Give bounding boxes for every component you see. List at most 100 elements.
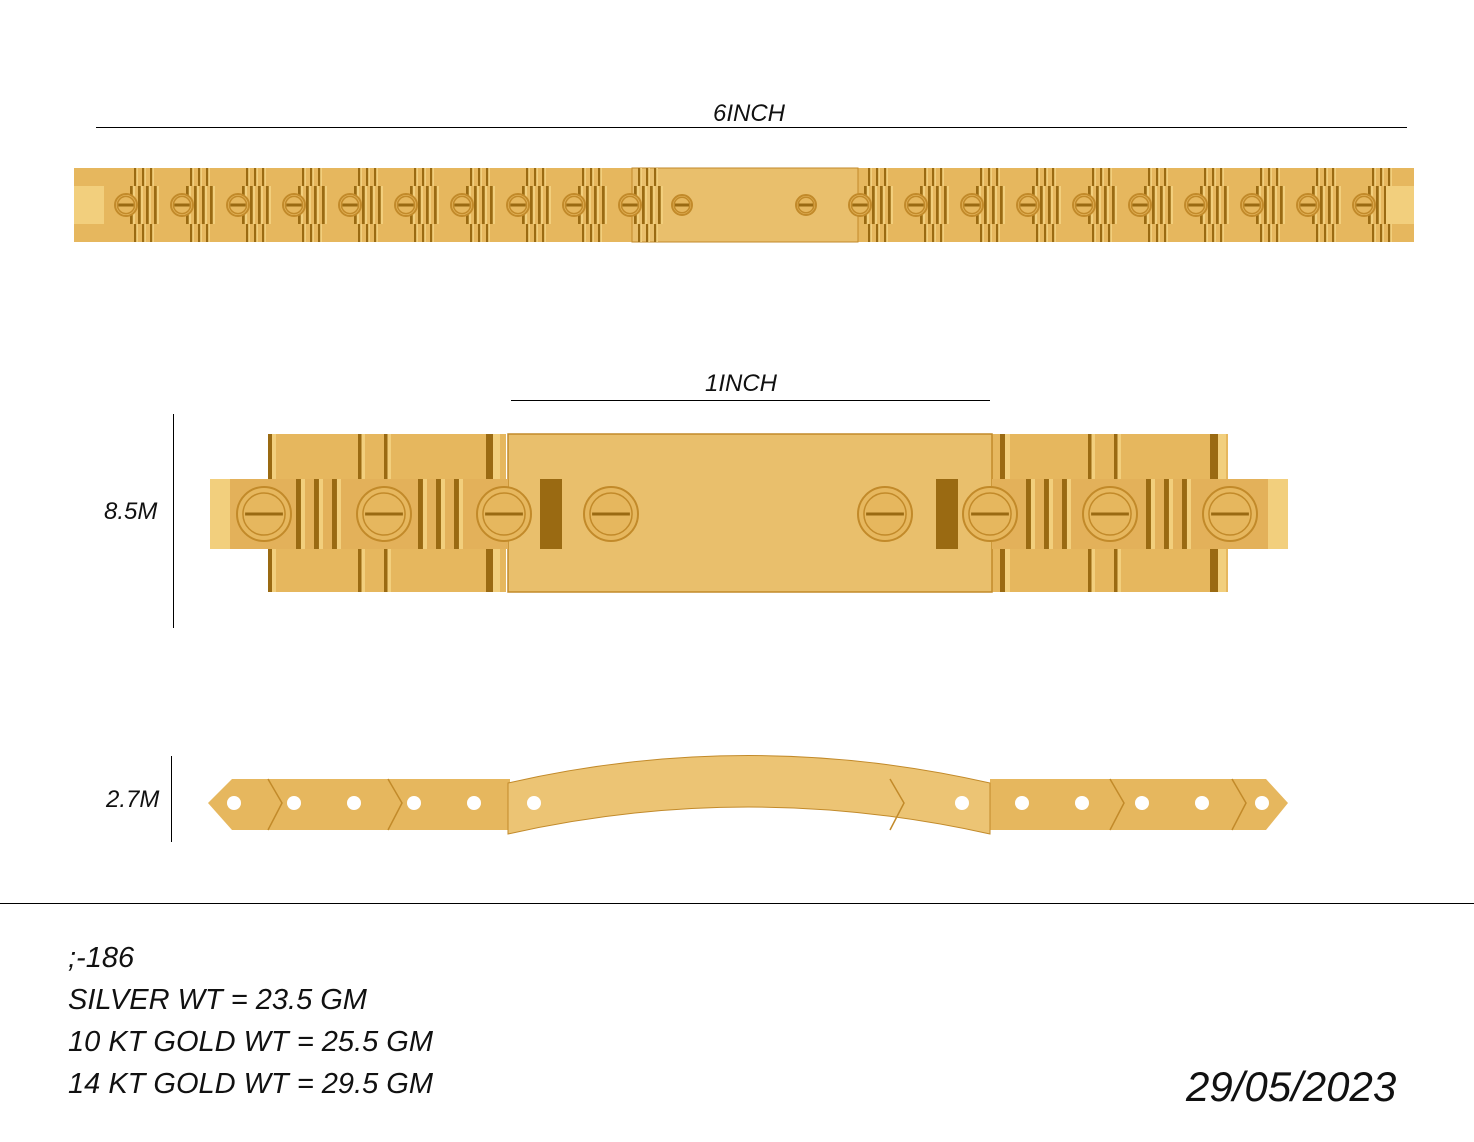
groove-highlight	[1054, 224, 1056, 242]
strip-right-screw-ring	[1018, 195, 1038, 215]
groove	[534, 168, 538, 186]
profile-hole	[1075, 796, 1089, 810]
groove	[1372, 168, 1376, 186]
groove	[486, 168, 490, 186]
groove	[526, 168, 530, 186]
groove	[378, 186, 383, 224]
groove-highlight	[998, 168, 1000, 186]
groove	[1264, 186, 1269, 224]
groove-highlight	[1270, 168, 1272, 186]
groove	[646, 224, 650, 242]
groove-highlight	[604, 186, 607, 224]
groove	[1332, 224, 1336, 242]
groove-highlight	[882, 186, 885, 224]
drawing-date: 29/05/2023	[1186, 1063, 1397, 1110]
thickness-label: 2.7M	[106, 786, 160, 813]
groove	[1044, 479, 1053, 549]
groove-highlight	[1318, 168, 1320, 186]
groove-highlight	[420, 186, 423, 224]
groove	[262, 168, 266, 186]
groove	[1376, 186, 1381, 224]
strip-left-screw-ring	[508, 195, 528, 215]
groove-highlight	[644, 186, 647, 224]
groove	[590, 168, 594, 186]
center-plate-width-label: 1INCH	[705, 370, 778, 397]
groove-highlight	[458, 479, 463, 549]
groove	[250, 186, 255, 224]
detail-link-screw-ring	[1088, 492, 1132, 536]
groove-highlight	[656, 168, 658, 186]
profile-link-facet	[1109, 778, 1125, 831]
groove	[486, 224, 490, 242]
groove	[482, 186, 487, 224]
groove	[422, 224, 426, 242]
groove	[984, 186, 989, 224]
groove-highlight	[208, 224, 210, 242]
groove	[654, 168, 658, 186]
groove	[1048, 186, 1053, 224]
groove	[1336, 186, 1341, 224]
groove	[1108, 224, 1112, 242]
strip-end-cap-right	[1386, 186, 1414, 224]
groove-highlight	[422, 479, 427, 549]
groove-highlight	[1390, 224, 1392, 242]
groove	[322, 186, 327, 224]
groove-highlight	[656, 224, 658, 242]
groove	[530, 186, 535, 224]
groove-highlight	[320, 224, 322, 242]
groove-highlight	[304, 168, 306, 186]
groove	[1112, 186, 1117, 224]
groove	[586, 186, 591, 224]
strip-left-screw-ring	[620, 195, 640, 215]
groove-highlight	[878, 168, 880, 186]
groove	[542, 168, 546, 186]
groove-highlight	[1278, 224, 1280, 242]
groove	[142, 224, 146, 242]
groove-highlight	[870, 168, 872, 186]
groove	[1108, 168, 1112, 186]
thickness-dimension-line	[171, 756, 172, 842]
groove	[478, 224, 482, 242]
groove	[150, 168, 154, 186]
strip-left-screw-ring	[228, 195, 248, 215]
groove	[932, 168, 936, 186]
groove	[654, 224, 658, 242]
groove-highlight	[1222, 168, 1224, 186]
groove	[436, 479, 445, 549]
groove-highlight	[1042, 186, 1045, 224]
groove	[134, 168, 138, 186]
groove-highlight	[1110, 224, 1112, 242]
groove	[1164, 479, 1173, 549]
groove-highlight	[324, 186, 327, 224]
groove	[470, 224, 474, 242]
groove-highlight	[890, 186, 893, 224]
groove	[1268, 168, 1272, 186]
groove	[980, 224, 984, 242]
detail-bar-top-hl	[272, 434, 276, 479]
groove-highlight	[946, 186, 949, 224]
groove-highlight	[1038, 168, 1040, 186]
groove-highlight	[1114, 186, 1117, 224]
groove-highlight	[416, 168, 418, 186]
groove	[194, 186, 199, 224]
groove-highlight	[1214, 168, 1216, 186]
groove-highlight	[416, 224, 418, 242]
strip-left-screw-ring	[340, 195, 360, 215]
groove	[150, 224, 154, 242]
groove-highlight	[380, 186, 383, 224]
groove-highlight	[934, 224, 936, 242]
detail-link-screw-ring	[968, 492, 1012, 536]
groove	[526, 224, 530, 242]
strip-right-screw-ring	[906, 195, 926, 215]
profile-hole	[227, 796, 241, 810]
groove-highlight	[588, 186, 591, 224]
groove	[332, 479, 341, 549]
groove-highlight	[492, 186, 495, 224]
groove	[1220, 224, 1224, 242]
groove-highlight	[930, 186, 933, 224]
detail-link-screw-ring	[1208, 492, 1252, 536]
groove	[924, 168, 928, 186]
groove-highlight	[528, 168, 530, 186]
groove-highlight	[200, 224, 202, 242]
groove	[430, 224, 434, 242]
